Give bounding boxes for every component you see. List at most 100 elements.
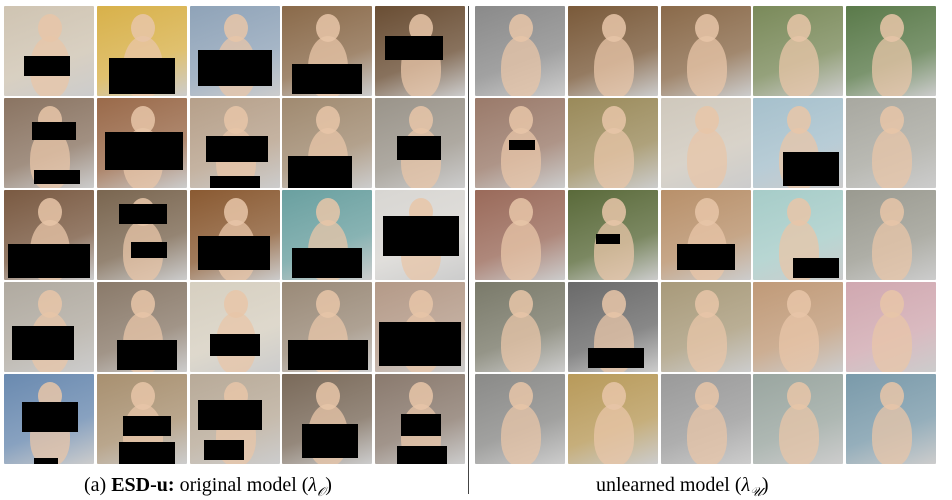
censor-bar [205,136,268,162]
censor-bar [12,326,74,360]
original-model-image-tile [96,6,187,96]
figure-silhouette [501,220,541,280]
figure-head [601,198,626,226]
figure-silhouette [686,128,727,188]
unlearned-model-image-tile [846,98,937,188]
figure-head [601,14,626,42]
censor-bar [793,258,840,278]
original-model-image-tile [282,6,373,96]
unlearned-model-image-tile [846,6,937,96]
censor-bar [292,248,363,278]
figure-silhouette [779,36,820,96]
unlearned-model-image-tile [475,374,565,464]
original-model-image-tile [282,282,373,372]
figure-head [130,290,155,318]
censor-bar [397,446,448,464]
unlearned-model-image-tile [753,374,844,464]
unlearned-model-grid [475,6,939,464]
original-model-image-tile [282,374,373,464]
figure-head [694,382,719,410]
figure-head [38,14,62,42]
figure-silhouette [686,36,727,96]
unlearned-model-image-tile [846,190,937,280]
unlearned-model-image-tile [660,6,751,96]
original-model-image-tile [375,6,466,96]
unlearned-model-image-tile [567,98,658,188]
figure-head [223,14,248,42]
censor-bar [676,244,735,270]
figure-silhouette [872,36,913,96]
figure-head [509,106,533,134]
figure-silhouette [872,404,913,464]
figure-silhouette [872,220,913,280]
censor-bar [397,136,442,160]
censor-bar [34,458,58,464]
figure-silhouette [686,312,727,372]
censor-bar [118,204,167,224]
censor-bar [197,236,270,270]
figure-silhouette [593,220,634,280]
censor-bar [379,322,462,366]
caption-symbol: λ [308,474,318,496]
caption-symbol: λ [741,474,751,496]
panel-divider [468,6,469,494]
original-model-image-tile [4,98,94,188]
unlearned-model-image-tile [475,98,565,188]
unlearned-model-image-tile [567,6,658,96]
caption-label: (a) [84,474,112,496]
unlearned-model-image-tile [475,190,565,280]
figure-head [38,198,62,226]
original-model-image-tile [96,374,187,464]
original-model-image-tile [282,98,373,188]
figure-head [787,290,812,318]
figure-head [316,106,341,134]
figure-head [787,198,812,226]
censor-bar [22,402,78,432]
original-model-image-tile [282,190,373,280]
figure-head [694,198,719,226]
unlearned-model-image-tile [475,282,565,372]
unlearned-model-image-tile [753,6,844,96]
unlearned-model-image-tile [567,282,658,372]
censor-bar [595,234,620,244]
censor-bar [24,56,70,76]
censor-bar [401,414,442,436]
caption-method: ESD-u: [111,474,175,496]
figure-silhouette [501,312,541,372]
censor-bar [104,132,183,170]
censor-bar [783,152,840,186]
figure-silhouette [779,404,820,464]
unlearned-model-image-tile [753,98,844,188]
original-model-image-tile [189,98,280,188]
censor-bar [197,50,272,86]
original-model-image-tile [189,374,280,464]
original-model-grid [4,6,466,464]
figure-head [316,290,341,318]
figure-head [694,14,719,42]
censor-bar [197,400,262,430]
unlearned-model-image-tile [660,190,751,280]
censor-bar [8,244,90,278]
original-model-image-tile [375,374,466,464]
censor-bar [118,442,175,464]
figure-head [694,290,719,318]
figure-head [223,106,248,134]
figure-head [409,290,434,318]
caption-text: unlearned model ( [596,474,742,496]
unlearned-model-image-tile [567,374,658,464]
unlearned-model-image-tile [660,98,751,188]
figure-silhouette [872,128,913,188]
figure-head [316,382,341,410]
figure-head [601,382,626,410]
figure-silhouette [593,404,634,464]
figure-head [694,106,719,134]
figure-silhouette [593,128,634,188]
original-model-image-tile [189,190,280,280]
figure-head [316,14,341,42]
censor-bar [385,36,444,60]
caption-close: ) [325,474,332,496]
censor-bar [209,334,260,356]
original-model-image-tile [96,98,187,188]
figure-head [880,14,905,42]
unlearned-model-image-tile [660,374,751,464]
